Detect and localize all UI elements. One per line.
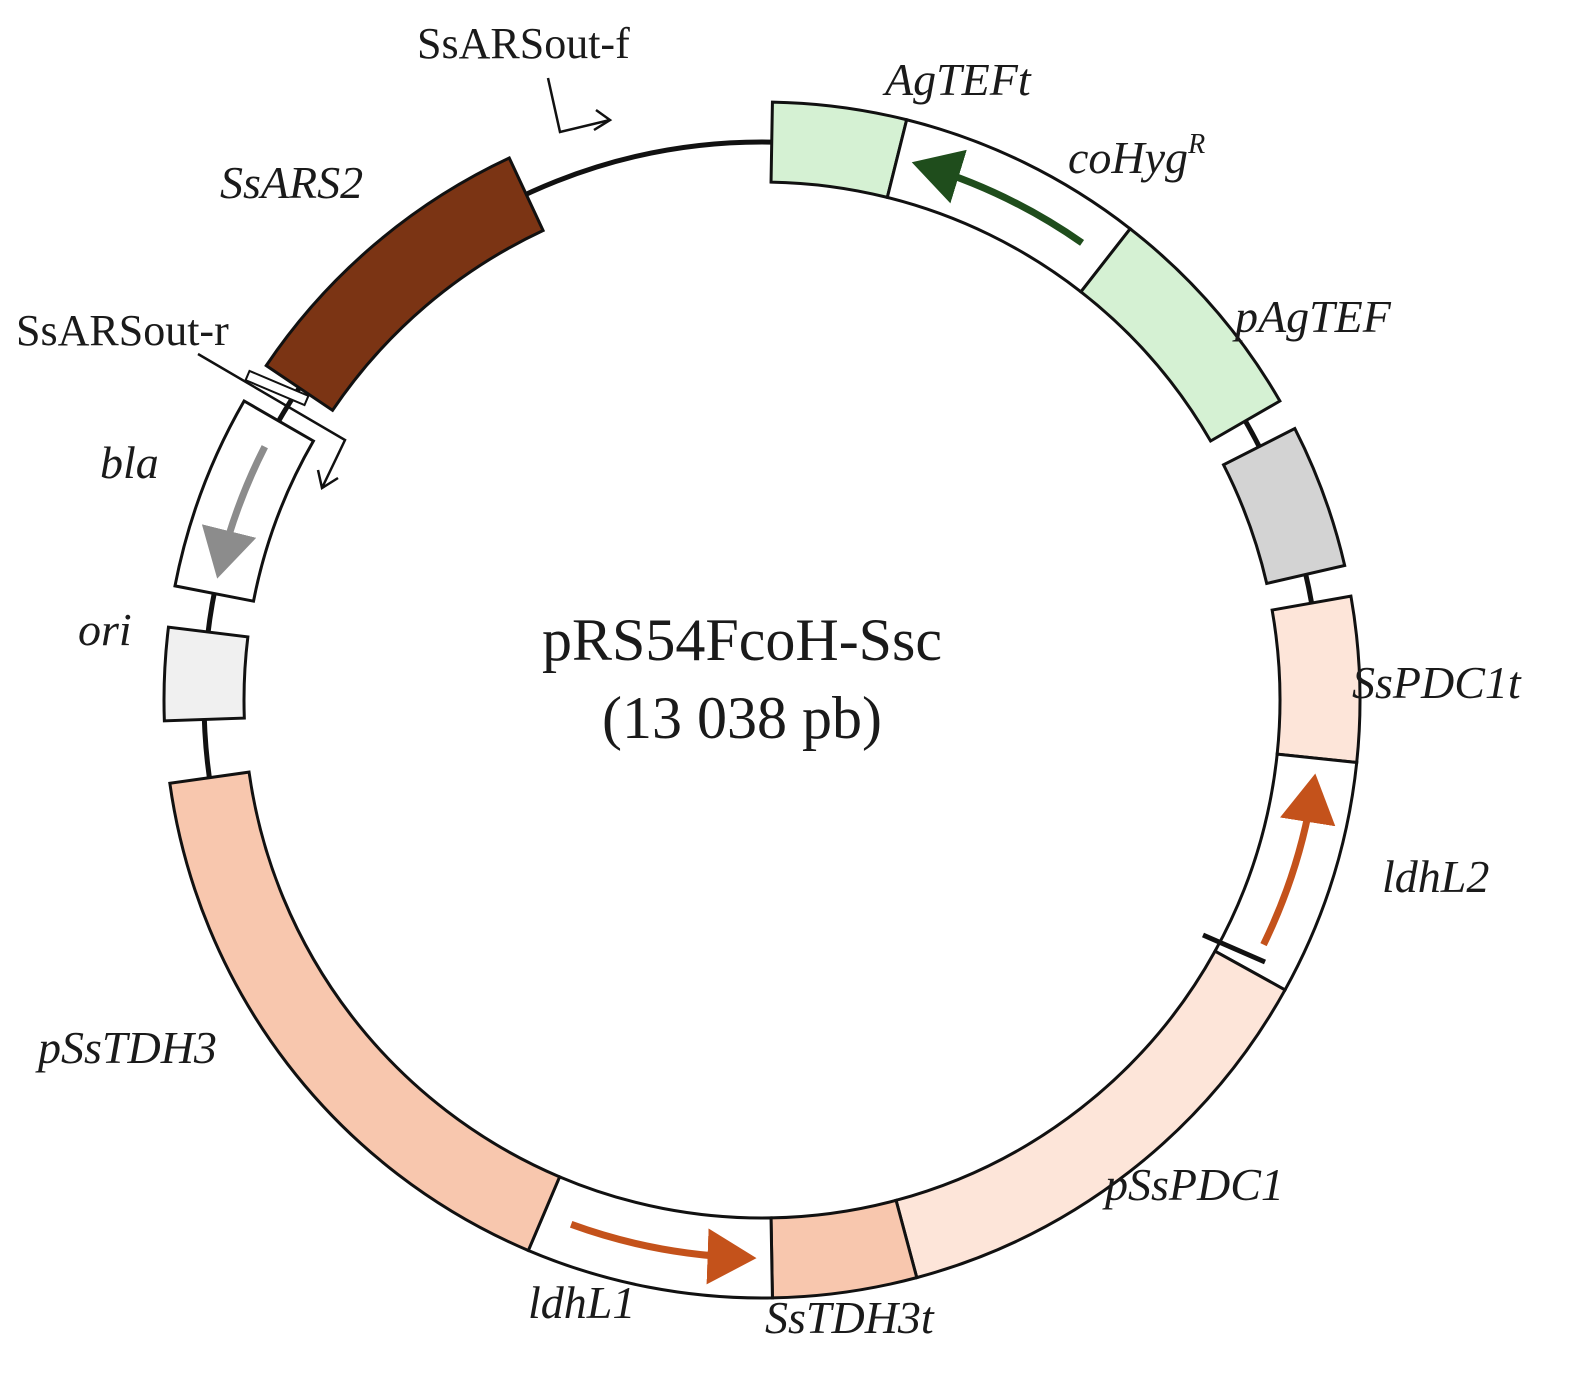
primer-forward-arrow (546, 77, 611, 134)
feature-agteft (769, 100, 909, 200)
feature-ssars2 (264, 156, 546, 413)
arrow-ldhl1 (569, 1221, 757, 1285)
arrow-bla (201, 445, 268, 579)
label-cohyg: coHygR (1068, 129, 1205, 183)
feature-pspdc1 (894, 949, 1288, 1280)
primer-forward-arrowhead (593, 108, 613, 132)
label-ssars2: SsARS2 (220, 157, 363, 208)
feature-sspdc1t (1270, 594, 1362, 765)
orientation-arrows (201, 149, 1336, 1285)
primer-forward-label: SsARSout-f (417, 19, 630, 68)
arrow-ldhl2 (1260, 773, 1336, 947)
label-ori: ori (78, 604, 132, 655)
primer-reverse-arrowhead (316, 469, 339, 490)
primer-reverse-arrow (197, 352, 347, 489)
plasmid-name: pRS54FcoH-Ssc (542, 607, 942, 673)
arrow-cohyg (911, 149, 1085, 246)
feature-sstdh3t (769, 1198, 919, 1300)
label-ldhl1: ldhL1 (528, 1277, 635, 1328)
feature-ori (162, 625, 250, 723)
feature-grey (1221, 426, 1347, 586)
label-psstdh3: pSsTDH3 (35, 1022, 217, 1073)
primer-reverse-site (244, 369, 310, 407)
feature-pagtef (1078, 226, 1282, 444)
feature-divider (1202, 932, 1266, 965)
label-sstdh3t: SsTDH3t (765, 1292, 935, 1343)
plasmid-size: (13 038 pb) (602, 685, 882, 751)
label-agteft: AgTEFt (882, 54, 1032, 105)
primer-reverse-label: SsARSout-r (16, 306, 229, 355)
label-pspdc1: pSsPDC1 (1102, 1159, 1284, 1210)
feature-psstdh3 (168, 770, 562, 1253)
label-cohyg-main: coHyg (1068, 132, 1188, 183)
label-cohyg-sup: R (1187, 129, 1205, 160)
label-ldhl2: ldhL2 (1382, 851, 1489, 902)
label-bla: bla (100, 437, 159, 488)
label-pagtef: pAgTEF (1232, 291, 1392, 342)
feature-ldhl2 (1213, 752, 1359, 992)
label-sspdc1t: SsPDC1t (1352, 657, 1522, 708)
